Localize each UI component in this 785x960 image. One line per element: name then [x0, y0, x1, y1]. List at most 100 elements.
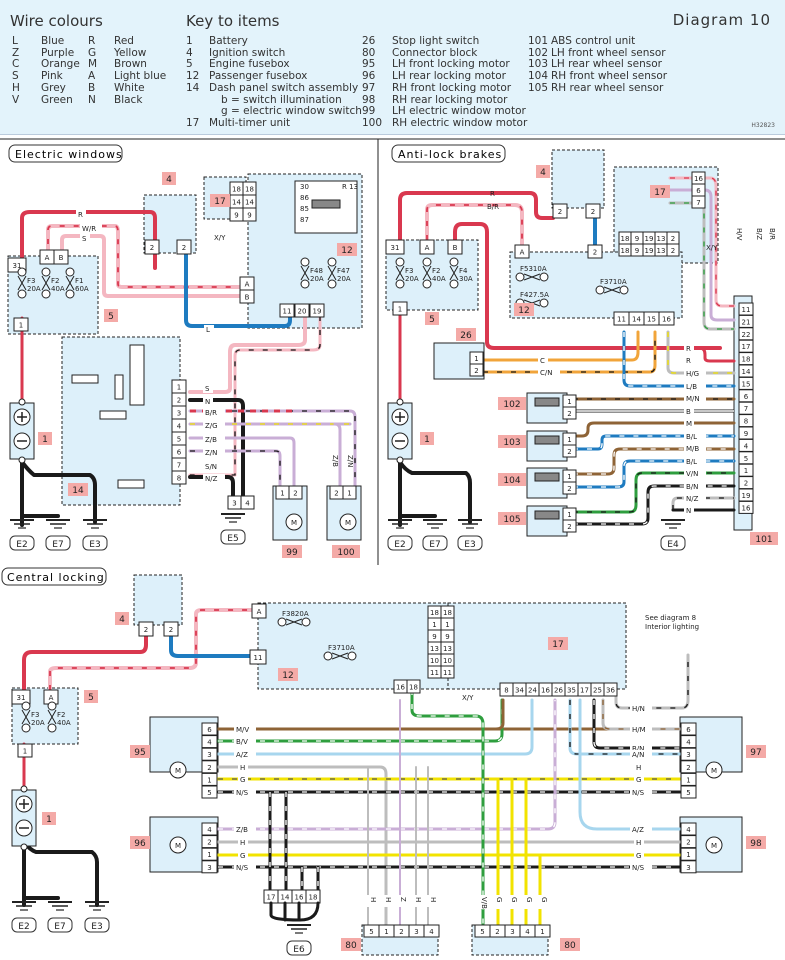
cl-wire-label: N/S	[236, 789, 249, 797]
rf-lock-m: M	[711, 767, 717, 775]
abs-mtu-conn-label: 18	[621, 235, 630, 243]
cl-ground-E6-label-box	[286, 940, 312, 956]
wire-label-bg	[203, 384, 213, 393]
cl-pass-fuse-terminal	[323, 651, 333, 661]
mtu-pin-label: 18	[232, 186, 241, 194]
key-item-number: 104	[528, 70, 549, 83]
dash-pin-label: 4	[177, 423, 182, 431]
sensor-pin-label: 2	[567, 523, 571, 531]
wire-colour-name: Purple	[41, 46, 75, 59]
sensor-s105-coil-icon	[534, 510, 560, 520]
wire-label-bg	[634, 838, 644, 847]
stop-pin-2	[469, 363, 484, 377]
motor-pin-label: 1	[347, 490, 351, 498]
rf-motor-pin-label: 4	[686, 739, 691, 747]
cl-item-tag-80b-bg	[560, 938, 580, 951]
pass-pin-A-label: A	[245, 281, 250, 289]
wire-colour-name: Blue	[41, 35, 65, 47]
cl-item-tag-96-bg	[130, 836, 150, 849]
e6-pin-label: 16	[295, 894, 304, 902]
wire-label-bg	[630, 725, 652, 734]
abs-ground-E3-label-box	[457, 535, 483, 551]
wire-label-bg	[684, 356, 694, 365]
abs-fuse-terminal	[449, 257, 459, 267]
interior-lighting-note: See diagram 8	[645, 614, 696, 622]
cl-mtu-pin-label: 13	[430, 645, 439, 653]
cl-wire-label: G	[240, 852, 245, 860]
cb1-wire-label: H	[384, 897, 392, 902]
abs-pass-fuse-label: F5310A	[520, 265, 547, 273]
cb1-wire-label: H	[414, 897, 422, 902]
key-item-number: 12	[186, 70, 200, 83]
cl-mtu-pin-label: 18	[430, 609, 439, 617]
abs-wire-R	[398, 191, 555, 242]
item-tag-1-bg	[38, 432, 52, 445]
mtu-pin-label: 18	[245, 186, 254, 194]
rf-motor-pin	[680, 785, 697, 799]
fuse-terminal	[17, 267, 27, 277]
wire-label: N	[205, 398, 210, 406]
abs-wire-B-L-2	[571, 459, 736, 489]
abs-pass-conn-label: 19	[645, 247, 654, 255]
abs-pass-fuse-terminal	[595, 285, 605, 295]
cl-wire-B-R	[48, 608, 254, 692]
wire-label: Z/N	[205, 449, 217, 457]
abs-fuse-terminal	[449, 279, 459, 289]
wire-Z-N-tracer	[190, 450, 281, 486]
cl-item-tag-17: 17	[552, 640, 563, 650]
stop-wire-label: C/N	[540, 369, 552, 377]
item-tag-12: 12	[341, 246, 352, 256]
abs-wire-label: B	[686, 408, 691, 416]
cb2-wire-label: G	[495, 897, 503, 902]
wire-label-bg	[630, 863, 652, 872]
cl-pass-fuse-icon	[285, 618, 303, 626]
cl-mtu-pin-label: 10	[430, 657, 439, 665]
lh-window-motor-icon	[285, 513, 303, 531]
abs-pass-bottom-pin-label: 16	[662, 316, 671, 324]
cb2-wire-label: G	[540, 897, 548, 902]
relay-pin: 85	[300, 205, 309, 213]
cb2-pin-label: 4	[525, 928, 530, 936]
wire-label-bg	[684, 469, 706, 478]
lr-lock-m: M	[175, 842, 181, 850]
abs-mtu-pin-label: 6	[696, 187, 701, 195]
cb1-wire-label: H	[429, 897, 437, 902]
sensor-pin-label: 1	[567, 511, 571, 519]
abs-item-tag-104: 104	[503, 476, 520, 486]
cl-fuse-terminal	[21, 701, 31, 711]
key-item-label: Multi-timer unit	[209, 116, 291, 129]
wire-label-bg	[684, 382, 706, 391]
abs-item-tag-17-bg	[650, 185, 670, 198]
abs-wire-label: N/Z	[686, 495, 699, 503]
cl-fuse-terminal	[21, 723, 31, 733]
rr-lock-m: M	[711, 842, 717, 850]
cl-mtu-pin-label: 18	[443, 609, 452, 617]
abs-wire-label: R	[490, 190, 495, 198]
dash-pin-label: 1	[177, 384, 181, 392]
abs-wire-label: M/B	[686, 445, 699, 453]
abs-mtu-conn-label: 13	[657, 235, 666, 243]
wire-colour-name: Light blue	[114, 70, 167, 83]
sensor-pin	[562, 406, 577, 420]
wire-colour-code: C	[12, 58, 20, 71]
lr-lock-motor-icon	[169, 836, 187, 854]
abs-wire-label: B/Z	[755, 228, 763, 240]
resistor-icon	[99, 410, 127, 420]
abs-fuse-rating: 30A	[459, 275, 473, 283]
fuse-pin-B-label: B	[59, 254, 64, 262]
cl-ignition-panel	[133, 574, 183, 626]
cl-d-pin-label: 16	[396, 684, 405, 692]
pass-fuse-icon	[327, 265, 337, 281]
key-item-label: RH front wheel sensor	[551, 70, 668, 83]
rr-motor-pin-label: 1	[686, 851, 690, 859]
ground-E3-label-box	[82, 535, 108, 551]
fuse-icon	[17, 275, 27, 291]
fuse-id: F3	[27, 277, 35, 285]
cl-battery-terminal	[20, 843, 28, 851]
wire-label: W/R	[82, 225, 96, 233]
cl-wire-Z-B	[216, 698, 557, 831]
resistor-icon	[117, 479, 145, 489]
key-item-number: 98	[362, 93, 376, 106]
abs-ground-E2: E2	[394, 540, 405, 550]
wire-label-bg	[634, 851, 644, 860]
